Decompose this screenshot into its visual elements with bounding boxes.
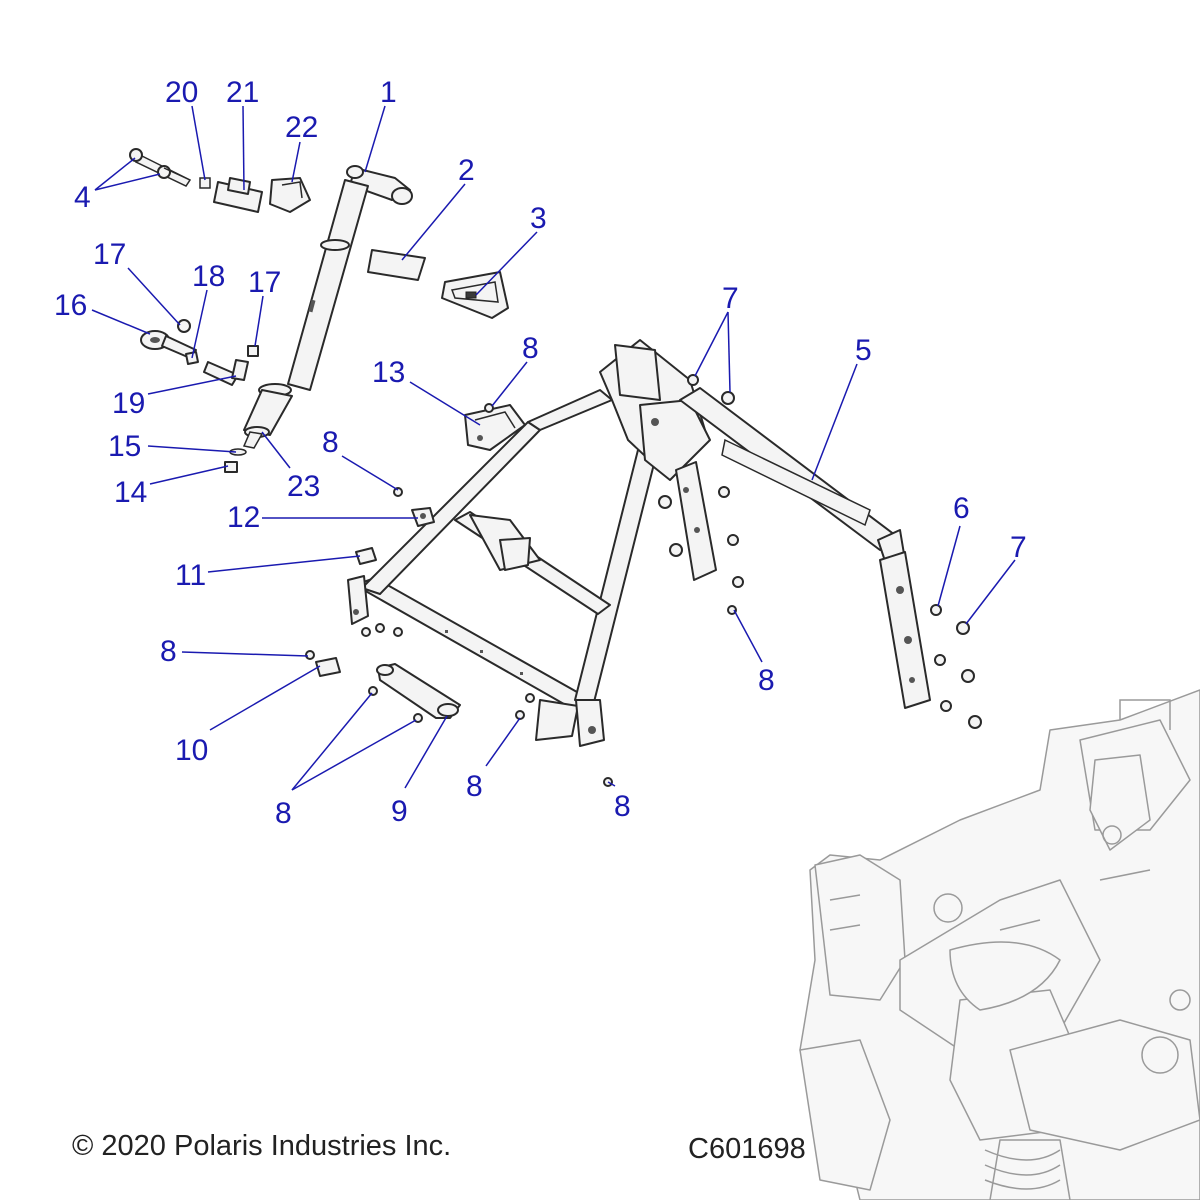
cab-frame — [347, 339, 931, 747]
callout-8e: 8 — [275, 797, 292, 830]
callout-6: 6 — [953, 492, 970, 525]
linkage-hardware — [140, 319, 259, 473]
callout-10: 10 — [175, 734, 208, 767]
figure-id: C601698 — [688, 1133, 806, 1165]
callout-8b: 8 — [322, 426, 339, 459]
callout-3: 3 — [530, 202, 547, 235]
callout-19: 19 — [112, 387, 145, 420]
callout-8c: 8 — [758, 664, 775, 697]
callout-2: 2 — [458, 154, 475, 187]
callout-8g: 8 — [614, 790, 631, 823]
callout-20: 20 — [165, 76, 198, 109]
callout-15: 15 — [108, 430, 141, 463]
callout-7a: 7 — [722, 282, 739, 315]
callout-23: 23 — [287, 470, 320, 503]
callout-1: 1 — [380, 76, 397, 109]
callout-7b: 7 — [1010, 531, 1027, 564]
callout-14: 14 — [114, 476, 147, 509]
callout-4: 4 — [74, 181, 91, 214]
callout-5: 5 — [855, 334, 872, 367]
callout-labels: 20 21 1 22 4 2 3 17 18 17 16 7 5 8 13 19… — [54, 76, 1027, 830]
callout-16: 16 — [54, 289, 87, 322]
callout-8d: 8 — [160, 635, 177, 668]
fasteners — [305, 374, 982, 787]
callout-17b: 17 — [248, 266, 281, 299]
callout-17a: 17 — [93, 238, 126, 271]
callout-21: 21 — [226, 76, 259, 109]
callout-8a: 8 — [522, 332, 539, 365]
plate-and-bracket — [367, 249, 509, 319]
callout-12: 12 — [227, 501, 260, 534]
mounting-brackets — [315, 404, 526, 719]
callout-8f: 8 — [466, 770, 483, 803]
steering-column — [242, 165, 413, 449]
clamp-hardware — [129, 148, 311, 213]
callout-18: 18 — [192, 260, 225, 293]
callout-22: 22 — [285, 111, 318, 144]
copyright-notice: © 2020 Polaris Industries Inc. — [72, 1130, 452, 1162]
leader-lines — [91, 105, 1016, 791]
callout-13: 13 — [372, 356, 405, 389]
callout-9: 9 — [391, 795, 408, 828]
chassis-background — [799, 689, 1200, 1200]
callout-11: 11 — [175, 559, 206, 592]
